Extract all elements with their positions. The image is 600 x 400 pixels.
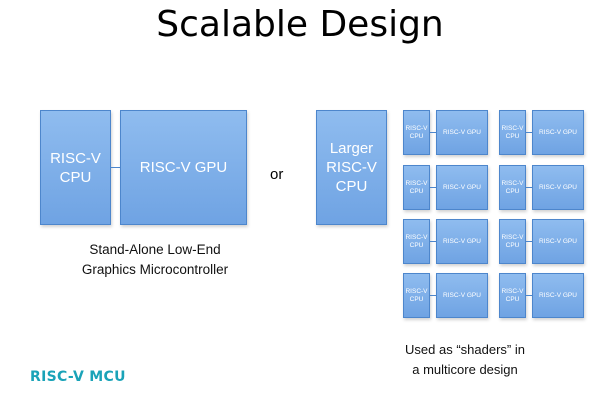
core-gpu-label: RISC-V GPU: [539, 237, 577, 245]
core-cpu-label: RISC-V CPU: [405, 233, 428, 249]
risc-v-mcu-logo: RISC-V MCU: [30, 369, 126, 385]
core-gpu-box: RISC-V GPU: [532, 273, 584, 318]
left-caption: Stand-Alone Low-End Graphics Microcontro…: [81, 242, 229, 277]
core-cpu-label: RISC-V CPU: [405, 287, 428, 303]
left-gpu-box: RISC-V GPU: [120, 110, 247, 225]
core-cpu-label: RISC-V CPU: [501, 179, 524, 195]
core-connector: [526, 132, 532, 133]
slide-title: Scalable Design: [156, 4, 444, 45]
core-gpu-box: RISC-V GPU: [532, 165, 584, 210]
core-cpu-box: RISC-V CPU: [403, 110, 430, 155]
core-cpu-box: RISC-V CPU: [499, 219, 526, 264]
core-connector: [430, 132, 436, 133]
core-cpu-box: RISC-V CPU: [403, 273, 430, 318]
core-gpu-box: RISC-V GPU: [436, 165, 488, 210]
core-connector: [526, 295, 532, 296]
core-cpu-label: RISC-V CPU: [405, 124, 428, 140]
core-cpu-box: RISC-V CPU: [499, 110, 526, 155]
core-connector: [430, 241, 436, 242]
core-connector: [526, 187, 532, 188]
core-cpu-label: RISC-V CPU: [501, 124, 524, 140]
core-gpu-label: RISC-V GPU: [443, 291, 481, 299]
or-label: or: [270, 166, 284, 183]
core-cpu-box: RISC-V CPU: [403, 165, 430, 210]
core-cpu-label: RISC-V CPU: [501, 233, 524, 249]
right-caption: Used as “shaders” in a multicore design: [405, 342, 525, 377]
left-connector: [111, 167, 120, 168]
core-cpu-box: RISC-V CPU: [499, 165, 526, 210]
left-cpu-box: RISC-V CPU: [40, 110, 111, 225]
core-gpu-label: RISC-V GPU: [443, 128, 481, 136]
core-gpu-box: RISC-V GPU: [436, 219, 488, 264]
core-gpu-box: RISC-V GPU: [436, 273, 488, 318]
larger-cpu-box: Larger RISC-V CPU: [316, 110, 387, 225]
core-cpu-label: RISC-V CPU: [405, 179, 428, 195]
core-connector: [430, 187, 436, 188]
core-connector: [526, 241, 532, 242]
core-gpu-box: RISC-V GPU: [532, 110, 584, 155]
core-gpu-label: RISC-V GPU: [539, 291, 577, 299]
core-gpu-label: RISC-V GPU: [443, 237, 481, 245]
left-cpu-label: RISC-V CPU: [50, 149, 101, 186]
core-cpu-box: RISC-V CPU: [403, 219, 430, 264]
core-gpu-box: RISC-V GPU: [436, 110, 488, 155]
core-cpu-label: RISC-V CPU: [501, 287, 524, 303]
core-gpu-label: RISC-V GPU: [539, 183, 577, 191]
larger-cpu-label: Larger RISC-V CPU: [326, 140, 377, 195]
core-connector: [430, 295, 436, 296]
core-cpu-box: RISC-V CPU: [499, 273, 526, 318]
core-gpu-box: RISC-V GPU: [532, 219, 584, 264]
core-gpu-label: RISC-V GPU: [539, 128, 577, 136]
core-gpu-label: RISC-V GPU: [443, 183, 481, 191]
left-gpu-label: RISC-V GPU: [139, 159, 228, 176]
